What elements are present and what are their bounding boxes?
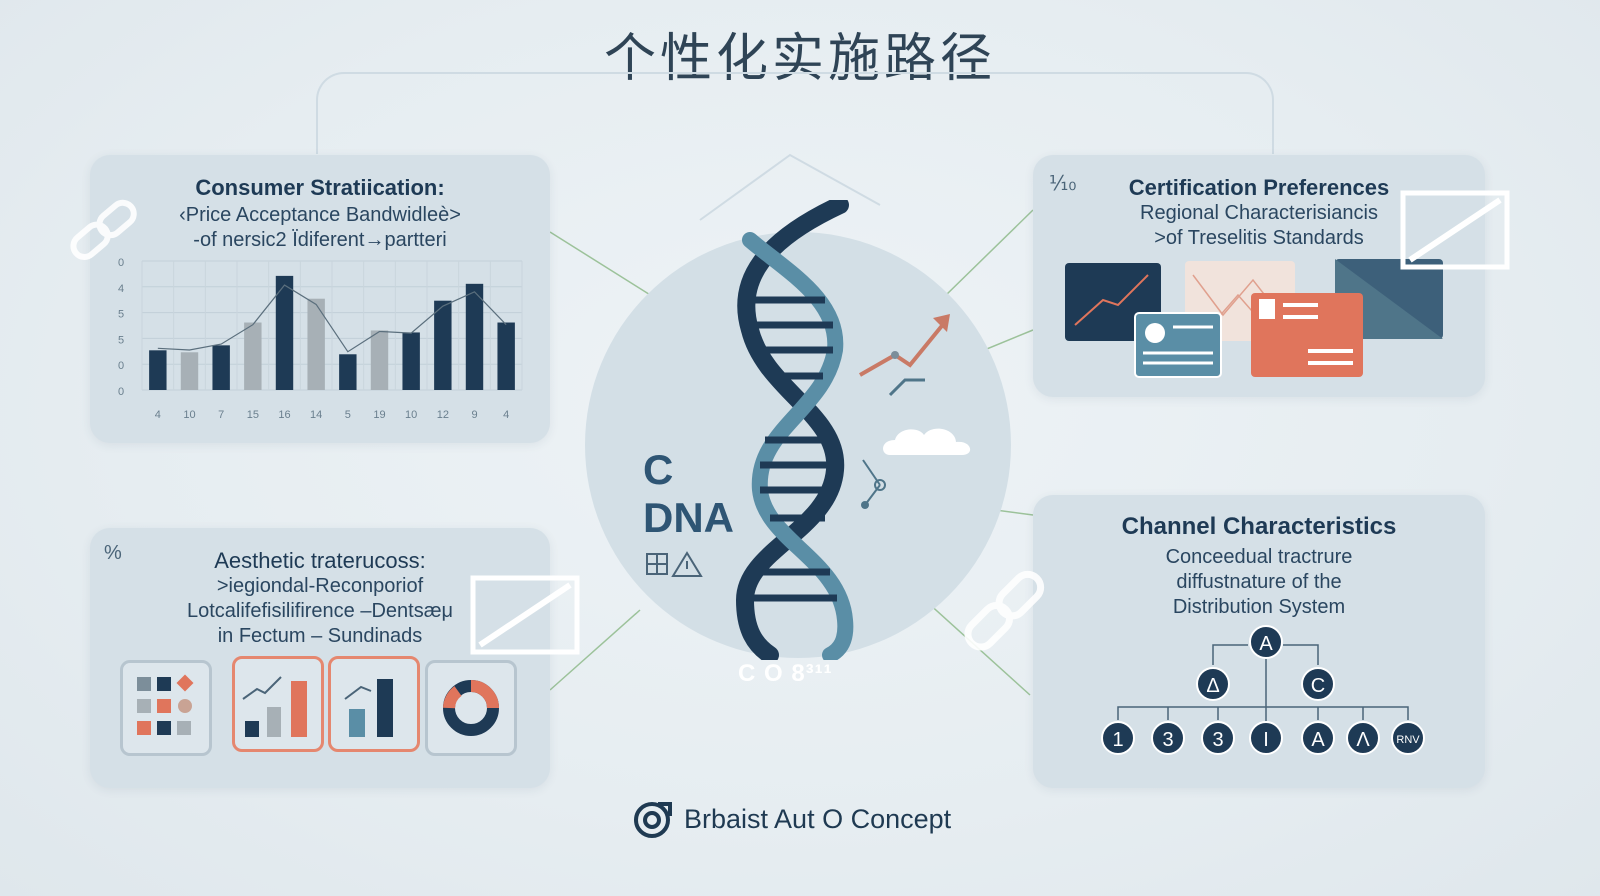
consumer-stratification-panel: Consumer Stratiication: ‹Price Acceptanc… bbox=[90, 155, 550, 443]
chart-y-tick: 4 bbox=[118, 283, 124, 295]
tree-leaf-3: 3 bbox=[1201, 721, 1235, 755]
cert-sub-1: Regional Characterisiancis bbox=[1140, 202, 1378, 224]
tree-connectors bbox=[1117, 644, 1409, 733]
brand-logo-icon bbox=[634, 802, 672, 838]
link-chain-icon bbox=[70, 199, 137, 260]
hub-caption: C O 8³¹¹ bbox=[738, 660, 833, 687]
tree-node-mid-left: Δ bbox=[1196, 667, 1230, 701]
trend-chart-tile bbox=[232, 656, 324, 752]
chart-x-tick: 9 bbox=[471, 409, 477, 421]
tree-leaf-6: Λ bbox=[1346, 721, 1380, 755]
chart-x-tick: 4 bbox=[503, 409, 509, 421]
chart-bar bbox=[339, 354, 357, 390]
dna-helix-icon bbox=[735, 200, 854, 660]
chart-bar bbox=[434, 300, 452, 390]
chart-bar bbox=[497, 322, 515, 390]
chart-y-tick: 0 bbox=[118, 360, 124, 372]
network-icon bbox=[861, 459, 886, 509]
consumer-sub-1: ‹Price Acceptance Bandwidleè> bbox=[179, 204, 461, 226]
cert-sub-2: >of Treselitis Standards bbox=[1154, 227, 1364, 249]
chart-bar bbox=[180, 352, 199, 390]
tree-leaf-1: 1 bbox=[1101, 721, 1135, 755]
bar-chart-tile bbox=[328, 656, 420, 752]
cloud-icon bbox=[883, 428, 971, 455]
chart-y-tick: 5 bbox=[118, 309, 124, 321]
tree-leaf-5: A bbox=[1301, 721, 1335, 755]
cert-title: Certification Preferences bbox=[1128, 175, 1390, 200]
color-swatch-tile bbox=[120, 660, 212, 756]
chart-x-tick: 14 bbox=[310, 409, 322, 421]
aesthetic-title: Aesthetic traterucoss: bbox=[214, 548, 426, 573]
channel-sub-3: Distribution System bbox=[1172, 596, 1346, 618]
tree-node-mid-right: C bbox=[1301, 667, 1335, 701]
page-title: 个性化实施路径 bbox=[603, 29, 996, 89]
consumer-bar-chart: 0 4 5 5 0 0 4 10 7 15 16 14 5 19 10 12 9 4 bbox=[118, 257, 523, 421]
aesthetic-sub-1: >iegiondal-Reconporiof bbox=[216, 575, 424, 597]
footer-text: Brbaist Aut O Concept bbox=[684, 803, 952, 834]
cert-corner-glyph: ⅒ bbox=[1049, 173, 1077, 195]
tree-leaf-4: I bbox=[1249, 721, 1283, 755]
chart-bar bbox=[212, 345, 230, 390]
consumer-title: Consumer Stratiication: bbox=[195, 175, 445, 200]
chart-x-tick: 4 bbox=[155, 409, 161, 421]
chart-trend-line bbox=[157, 284, 507, 353]
chart-x-tick: 10 bbox=[183, 409, 195, 421]
chart-x-tick: 15 bbox=[247, 409, 259, 421]
aesthetic-sub-3: in Fectum – Sundinads bbox=[217, 625, 423, 647]
chart-y-tick: 0 bbox=[118, 257, 124, 269]
aesthetic-preferences-panel: % Aesthetic traterucoss: >iegiondal-Reco… bbox=[90, 528, 550, 788]
check-card-icon bbox=[1400, 190, 1510, 270]
chart-bar bbox=[244, 322, 262, 390]
chart-bar bbox=[370, 330, 389, 390]
tree-leaf-7: RNV bbox=[1391, 721, 1425, 755]
certification-cards-illustration bbox=[1065, 259, 1443, 378]
tree-leaf-2: 3 bbox=[1151, 721, 1185, 755]
tree-node-root: A bbox=[1249, 625, 1283, 659]
aesthetic-sub-2: Lotcalifefisilifirence –Dentsæμ bbox=[186, 600, 454, 622]
hub-letter-c: C bbox=[643, 446, 674, 493]
chart-bar bbox=[307, 298, 325, 390]
link-chain-icon-2 bbox=[964, 570, 1045, 651]
chart-bar bbox=[402, 332, 420, 390]
channel-sub-1: Conceedual tractrure bbox=[1165, 546, 1353, 568]
cycle-tile bbox=[425, 660, 517, 756]
chart-x-tick: 7 bbox=[218, 409, 224, 421]
chart-x-tick: 10 bbox=[405, 409, 417, 421]
chart-x-tick: 19 bbox=[373, 409, 385, 421]
footer-brand: Brbaist Aut O Concept bbox=[632, 798, 951, 840]
chart-x-tick: 16 bbox=[278, 409, 290, 421]
trend-arrow-icon bbox=[859, 314, 950, 397]
channel-title: Channel Characteristics bbox=[1121, 513, 1397, 540]
aesthetic-corner-glyph: % bbox=[104, 542, 122, 564]
check-card-icon-2 bbox=[470, 575, 580, 655]
grid-icon bbox=[646, 551, 703, 577]
chart-y-tick: 5 bbox=[118, 334, 124, 346]
channel-sub-2: diffustnature of the bbox=[1176, 571, 1342, 593]
chart-bar bbox=[275, 275, 294, 390]
chart-x-tick: 12 bbox=[437, 409, 449, 421]
chart-x-tick: 5 bbox=[345, 409, 351, 421]
connector-frame bbox=[316, 72, 1274, 154]
channel-characteristics-panel: Channel Characteristics Conceedual tract… bbox=[1033, 495, 1485, 788]
chart-bar bbox=[465, 283, 484, 390]
chart-bar bbox=[149, 350, 167, 390]
hub-label-dna: DNA bbox=[643, 494, 734, 541]
consumer-sub-2: -of nersic2 Ïdiferent→partteri bbox=[193, 229, 447, 251]
chart-y-tick: 0 bbox=[118, 386, 124, 398]
